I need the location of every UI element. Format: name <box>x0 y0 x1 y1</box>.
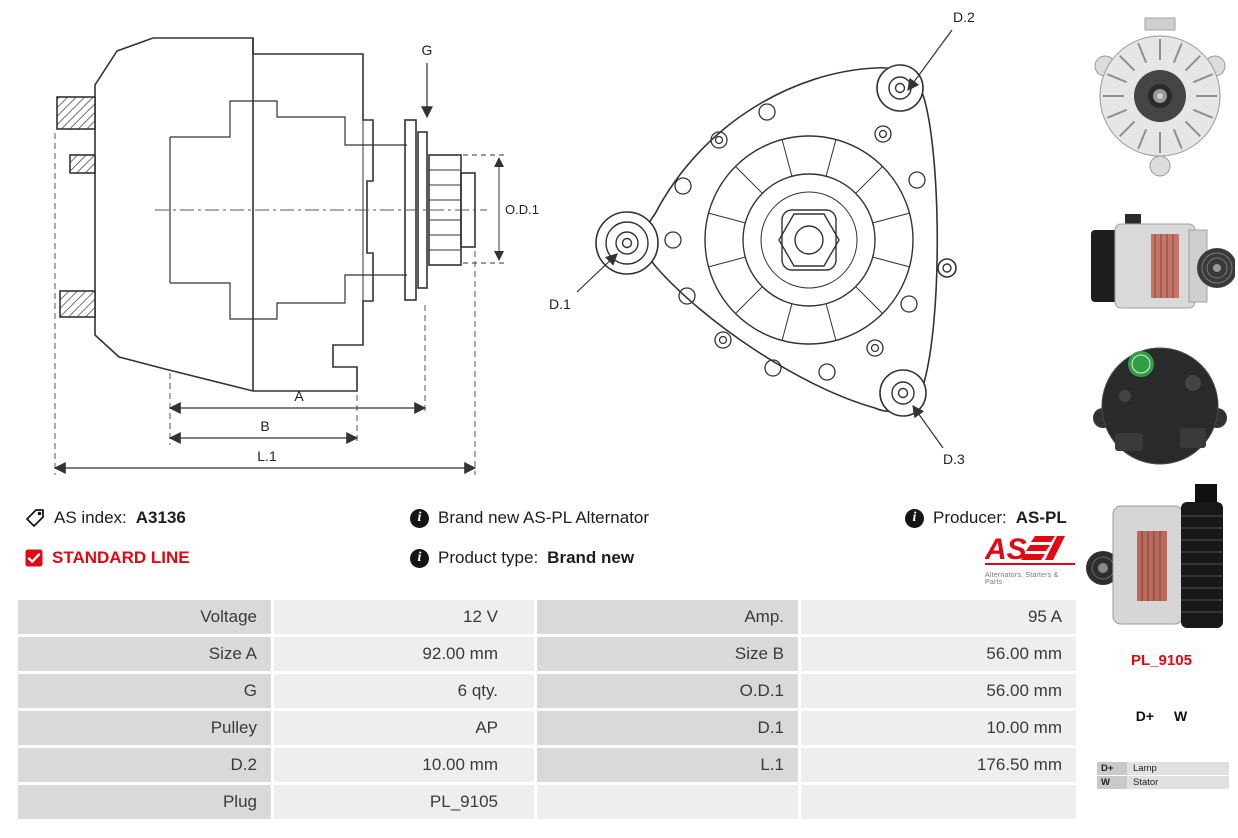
standard-line-label: STANDARD LINE <box>52 548 190 567</box>
logo-tagline: Alternators, Starters & Parts <box>985 572 1059 586</box>
vent-slots <box>708 139 910 341</box>
as-index-line: AS index: A3136 <box>25 508 186 528</box>
as-index-value: A3136 <box>135 508 186 527</box>
spec-label: Plug <box>18 785 271 819</box>
terminal-stud <box>56 96 96 130</box>
spec-label: Size B <box>537 637 798 671</box>
product-photos-column: PL_9105 D+ W D+ Lamp W Stator <box>1085 0 1238 838</box>
spec-value: PL_9105 <box>274 785 534 819</box>
front-leaders: D.2 D.1 D.3 <box>549 9 975 467</box>
spec-label-empty <box>537 785 798 819</box>
dim-label-g: G <box>422 42 433 58</box>
spec-value: 56.00 mm <box>801 674 1076 708</box>
spec-value: AP <box>274 711 534 745</box>
center-hub <box>704 135 914 345</box>
brand-new-text: Brand new AS-PL Alternator <box>438 508 650 527</box>
spec-label: L.1 <box>537 748 798 782</box>
product-photo-rear <box>1093 347 1227 465</box>
as-pl-logo: AS Alternators, Starters & Parts <box>984 532 1077 586</box>
spec-value: 176.50 mm <box>801 748 1076 782</box>
terminal-labels: D+ W <box>1085 708 1238 724</box>
terminal-stud <box>69 154 96 174</box>
front-view-technical-drawing: D.2 D.1 D.3 <box>549 9 975 467</box>
plug-code: PL_9105 <box>1131 652 1192 669</box>
terminal-w: W <box>1174 708 1188 724</box>
spec-label: Pulley <box>18 711 271 745</box>
dim-label-a: A <box>294 388 304 404</box>
spec-value: 12 V <box>274 600 534 634</box>
info-icon: i <box>410 548 429 568</box>
tag-icon <box>26 509 44 527</box>
spec-value: 95 A <box>801 600 1076 634</box>
spec-value: 10.00 mm <box>801 711 1076 745</box>
spec-value: 10.00 mm <box>274 748 534 782</box>
as-index-label: AS index: <box>54 508 127 527</box>
producer-value: AS-PL <box>1015 508 1067 527</box>
spec-value: 56.00 mm <box>801 637 1076 671</box>
pinout-pin: W <box>1097 776 1127 789</box>
pinout-table: D+ Lamp W Stator <box>1097 762 1229 790</box>
as-pl-logo-mark: AS <box>984 533 1075 566</box>
dim-label-d2: D.2 <box>953 9 975 25</box>
side-view-technical-drawing: G O.D.1 A B L.1 <box>53 37 539 475</box>
cooling-fins <box>1103 39 1217 153</box>
standard-line: STANDARD LINE <box>25 548 190 568</box>
front-housing-outline <box>595 64 957 417</box>
info-icon: i <box>410 508 429 528</box>
product-photo-side-left <box>1086 484 1223 628</box>
spec-value: 92.00 mm <box>274 637 534 671</box>
spec-label: O.D.1 <box>537 674 798 708</box>
spec-label: G <box>18 674 271 708</box>
spec-label: Size A <box>18 637 271 671</box>
alternator-housing-outline <box>56 37 476 392</box>
mounting-holes <box>605 76 952 405</box>
product-type-line: i Product type: Brand new <box>410 548 634 568</box>
brand-new-line: i Brand new AS-PL Alternator <box>410 508 649 528</box>
dimension-lines <box>53 402 477 474</box>
pinout-pin: D+ <box>1097 762 1127 775</box>
spec-label: Amp. <box>537 600 798 634</box>
od1-dimension <box>463 154 507 264</box>
checkbox-check-icon <box>25 549 43 567</box>
terminal-stud <box>59 290 96 318</box>
product-type-label: Product type: <box>438 548 539 567</box>
producer-line: i Producer: AS-PL <box>905 508 1067 528</box>
product-type-value: Brand new <box>547 548 635 567</box>
pinout-signal: Lamp <box>1127 762 1229 775</box>
info-icon: i <box>905 508 924 528</box>
dim-label-d3: D.3 <box>943 451 965 467</box>
pinout-row: W Stator <box>1097 776 1229 789</box>
pinout-row: D+ Lamp <box>1097 762 1229 775</box>
producer-label: Producer: <box>933 508 1007 527</box>
spec-value-empty <box>801 785 1076 819</box>
pinout-signal: Stator <box>1127 776 1229 789</box>
dim-label-l1: L.1 <box>257 448 277 464</box>
product-photo-front <box>1094 17 1226 177</box>
dim-label-od1: O.D.1 <box>505 202 539 217</box>
bolt-holes <box>664 103 926 381</box>
dim-label-b: B <box>260 418 269 434</box>
spec-label: Voltage <box>18 600 271 634</box>
spec-label: D.1 <box>537 711 798 745</box>
spec-label: D.2 <box>18 748 271 782</box>
spec-value: 6 qty. <box>274 674 534 708</box>
dim-label-d1: D.1 <box>549 296 571 312</box>
spec-table: Voltage 12 V Amp. 95 A Size A 92.00 mm S… <box>18 600 1076 819</box>
logo-as-text: AS <box>985 533 1027 566</box>
terminal-dplus: D+ <box>1135 708 1155 724</box>
product-photo-side-right <box>1091 214 1235 309</box>
